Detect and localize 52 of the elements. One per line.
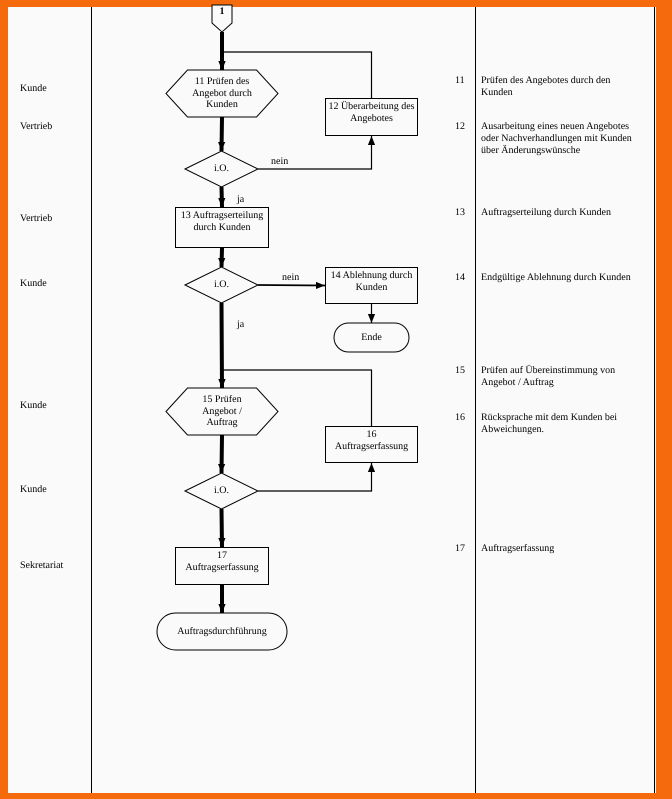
terminator-shape: Ende [334,323,409,352]
step-description: Rücksprache mit dem Kunden bei Abweichungen. [481,412,618,436]
step-description: Auftragserfassung [481,543,556,555]
step-description: Ausarbeitung eines neuen Angebotes oder Nachverhandlungen mit Kunden über Änderungswünsche [481,121,633,157]
edge-label: ja [236,319,246,330]
decision-diamond: i.O. [185,151,258,187]
process-box: 16 Auftragserfassung [325,426,418,463]
arrow [258,463,376,492]
step-number: 16 [455,412,465,424]
role-label: Kunde [20,278,47,290]
preparation-hexagon: 15 Prüfen Angebot / Auftrag [166,388,278,435]
process-box: 13 Auftragserteilung durch Kunden [175,207,269,248]
step-number: 17 [455,543,465,555]
arrow [218,32,226,70]
process-box: 12 Überarbeitung des Angebotes [325,98,418,136]
arrow [218,585,226,613]
arrow [368,304,376,323]
role-label: Kunde [20,83,47,95]
step-description: Prüfen des Angebotes durch den Kunden [481,75,612,99]
role-label: Sekretariat [20,560,64,572]
role-label: Vertrieb [20,121,52,133]
process-box: 17 Auftragserfassung [175,547,269,585]
process-box: 14 Ablehnung durch Kunden [325,267,418,304]
step-description: Auftragserteilung durch Kunden [481,207,612,219]
arrow [218,508,226,548]
step-number: 12 [455,121,465,133]
step-number: 11 [455,75,465,87]
step-description: Endgültige Ablehnung durch Kunden [481,272,632,284]
preparation-hexagon: 11 Prüfen des Angebot durch Kunden [166,70,278,117]
edge-label: nein [270,156,290,167]
edge-label: ja [236,194,246,205]
arrow [218,116,226,152]
decision-diamond: i.O. [185,267,258,303]
step-number: 15 [455,365,465,377]
arrow [218,369,372,426]
terminator-shape: Auftragsdurchführung [157,613,287,650]
arrow [218,302,226,388]
step-description: Prüfen auf Übereinstimmung von Angebot / Auftrag [481,365,616,389]
role-label: Kunde [20,400,47,412]
arrow [258,136,376,170]
off-page-connector: 1 [212,5,232,32]
role-label: Vertrieb [20,213,52,225]
arrow [218,186,226,208]
edge-label: nein [281,272,300,283]
step-number: 14 [455,272,465,284]
step-number: 13 [455,207,465,219]
arrow [218,434,226,474]
arrow [258,282,325,290]
arrow [218,248,226,268]
decision-diamond: i.O. [185,473,258,509]
role-label: Kunde [20,484,47,496]
arrow [218,51,372,98]
